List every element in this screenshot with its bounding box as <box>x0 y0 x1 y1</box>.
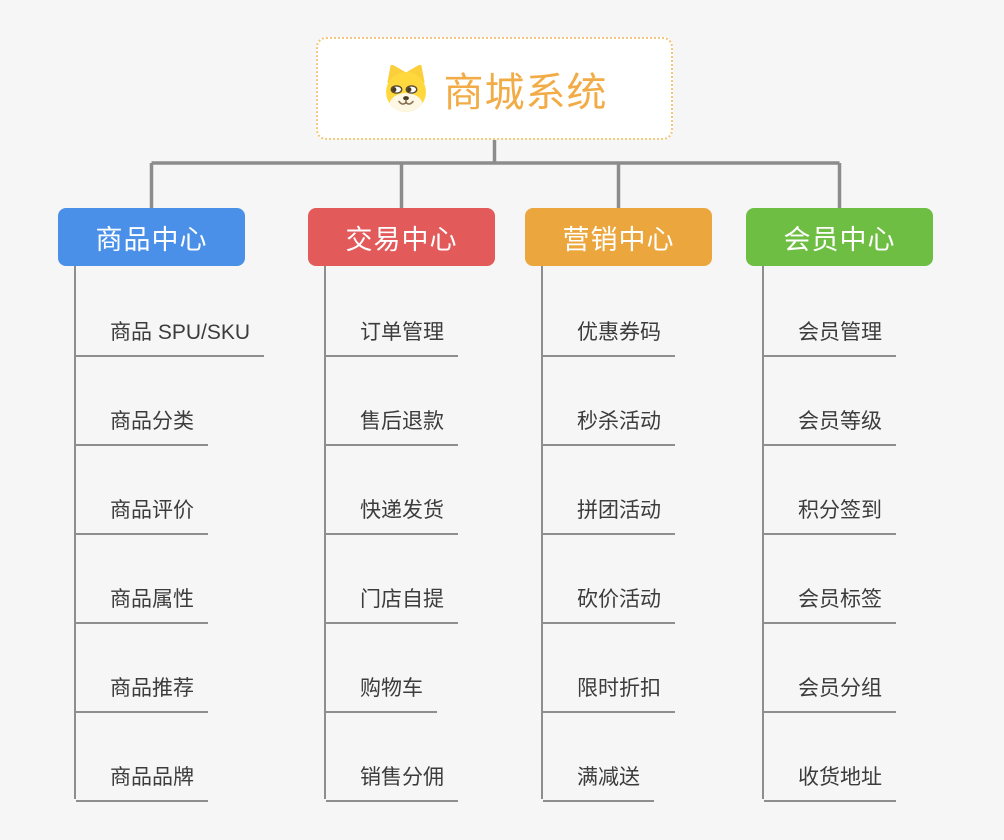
leaf-node[interactable]: 会员分组 <box>764 673 896 713</box>
leaf-node[interactable]: 会员等级 <box>764 406 896 446</box>
leaf-node[interactable]: 商品分类 <box>76 406 208 446</box>
leaf-node[interactable]: 限时折扣 <box>543 673 675 713</box>
branch-label: 营销中心 <box>562 224 675 255</box>
leaf-node[interactable]: 积分签到 <box>764 495 896 535</box>
dog-face-icon <box>385 64 426 112</box>
leaf-node[interactable]: 售后退款 <box>326 406 458 446</box>
leaf-node[interactable]: 秒杀活动 <box>543 406 675 446</box>
branch-items-column-trade: 订单管理 售后退款 快递发货 门店自提 购物车 销售分佣 <box>324 266 458 802</box>
branch-label: 商品中心 <box>95 224 208 255</box>
leaf-node[interactable]: 商品 SPU/SKU <box>76 317 265 357</box>
branch-label: 会员中心 <box>783 224 896 255</box>
branch-node-trade-center[interactable]: 交易中心 <box>308 208 495 266</box>
root-node[interactable]: 商城系统 <box>316 37 673 140</box>
leaf-node[interactable]: 收货地址 <box>764 762 896 802</box>
leaf-node[interactable]: 优惠券码 <box>543 317 675 357</box>
root-title: 商城系统 <box>443 70 608 115</box>
branch-items-column-member: 会员管理 会员等级 积分签到 会员标签 会员分组 收货地址 <box>762 266 896 802</box>
leaf-node[interactable]: 砍价活动 <box>543 584 675 624</box>
leaf-node[interactable]: 商品属性 <box>76 584 208 624</box>
branch-label: 交易中心 <box>345 224 458 255</box>
leaf-node[interactable]: 会员标签 <box>764 584 896 624</box>
branch-node-member-center[interactable]: 会员中心 <box>746 208 933 266</box>
branch-node-marketing-center[interactable]: 营销中心 <box>525 208 712 266</box>
leaf-node[interactable]: 商品推荐 <box>76 673 208 713</box>
branch-node-product-center[interactable]: 商品中心 <box>58 208 245 266</box>
branch-items-column-marketing: 优惠券码 秒杀活动 拼团活动 砍价活动 限时折扣 满减送 <box>541 266 675 802</box>
leaf-node[interactable]: 商品品牌 <box>76 762 208 802</box>
leaf-node[interactable]: 购物车 <box>326 673 437 713</box>
leaf-node[interactable]: 会员管理 <box>764 317 896 357</box>
leaf-node[interactable]: 快递发货 <box>326 495 458 535</box>
leaf-node[interactable]: 销售分佣 <box>326 762 458 802</box>
leaf-node[interactable]: 订单管理 <box>326 317 458 357</box>
leaf-node[interactable]: 门店自提 <box>326 584 458 624</box>
leaf-node[interactable]: 拼团活动 <box>543 495 675 535</box>
leaf-node[interactable]: 商品评价 <box>76 495 208 535</box>
leaf-node[interactable]: 满减送 <box>543 762 654 802</box>
branch-items-column-product: 商品 SPU/SKU 商品分类 商品评价 商品属性 商品推荐 商品品牌 <box>74 266 265 802</box>
